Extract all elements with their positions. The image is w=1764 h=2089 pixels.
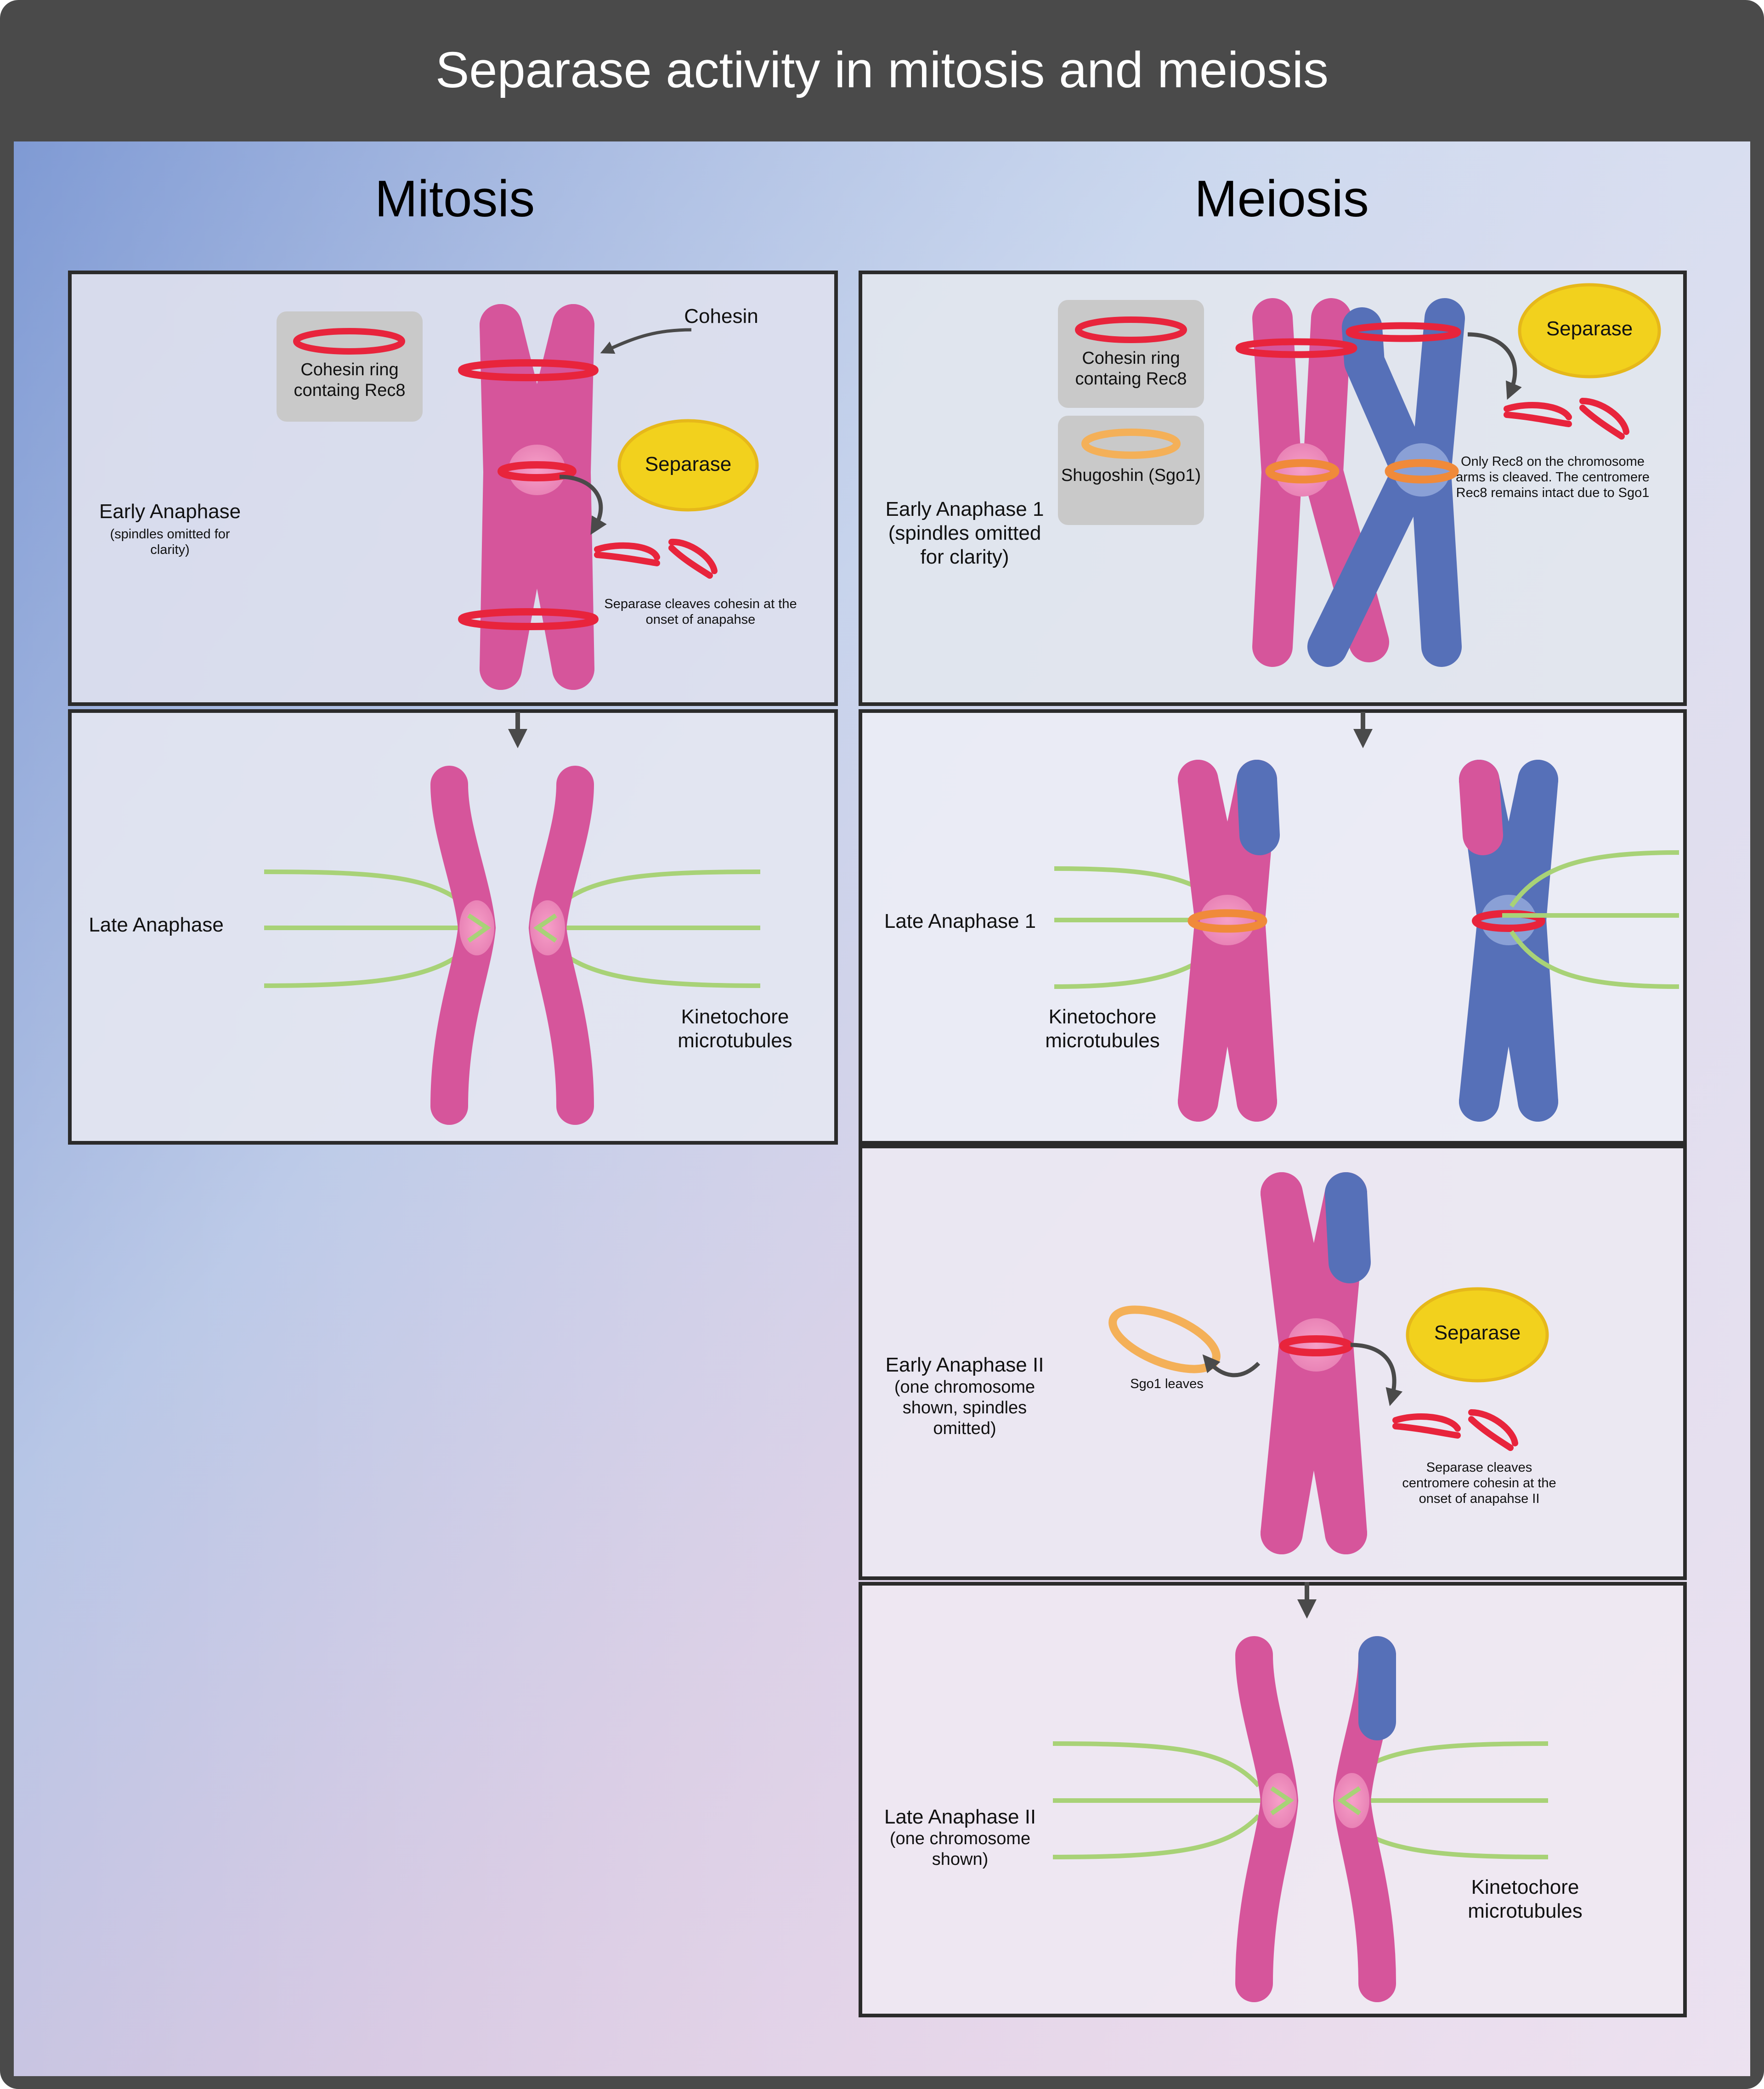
cohesin-rings-meiosis-early1	[1235, 322, 1461, 484]
separase-mitosis	[617, 419, 759, 512]
stage-label-mitosis-late: Late Anaphase	[89, 914, 224, 936]
cohesin-callout-arrow	[600, 328, 692, 354]
bivalent-meiosis-early1	[1252, 298, 1465, 667]
microtubule-label-meiosis-late2: Kinetochore microtubules	[1468, 1876, 1583, 1922]
microtubule-label-mitosis: Kinetochore microtubules	[678, 1005, 792, 1052]
separase-caption-meiosis-early1: Only Rec8 on the chromosome arms is clea…	[1456, 454, 1650, 501]
separase-caption-mitosis: Separase cleaves cohesin at the onset of…	[604, 597, 797, 627]
stage-note-meiosis-early2: (one chromosome shown, spindles omitted)	[894, 1378, 1035, 1438]
cohesin-callout-label: Cohesin	[684, 305, 758, 327]
chromatid-mitosis-right	[528, 766, 594, 1125]
sgo1-leave-arrow	[1202, 1354, 1261, 1378]
cleave-arrow-mitosis	[559, 474, 607, 535]
cleaved-cohesin-mitosis	[594, 538, 718, 579]
separase-label-meiosis-early1: Separase	[1546, 317, 1633, 340]
chromosome-meiosis-late1-left	[1178, 760, 1280, 1122]
legend-box-cohesin-mitosis	[277, 311, 423, 422]
column-title-meiosis: Meiosis	[1194, 170, 1369, 227]
legend-label-cohesin-mitosis: Cohesin ring containg Rec8	[294, 360, 406, 400]
stage-label-meiosis-late1: Late Anaphase 1	[884, 910, 1036, 932]
chromosome-meiosis-late1-right	[1459, 760, 1558, 1122]
legend-label-cohesin-meiosis: Cohesin ring containg Rec8	[1075, 349, 1187, 389]
chromatid-mitosis-left	[430, 766, 496, 1125]
stage-label-meiosis-early2: Early Anaphase II	[885, 1354, 1044, 1376]
separase-caption-meiosis-early2: Separase cleaves centromere cohesin at t…	[1402, 1460, 1556, 1507]
chromosome-meiosis-early2	[1261, 1172, 1371, 1554]
cleaved-cohesin-meiosis-early2	[1392, 1409, 1518, 1451]
legend-box-cohesin-meiosis	[1058, 300, 1204, 408]
sgo1-leaves-label: Sgo1 leaves	[1130, 1377, 1204, 1391]
microtubule-ends-mitosis	[467, 913, 557, 943]
separase-label-meiosis-early2: Separase	[1434, 1321, 1521, 1344]
stage-note-meiosis-late2: (one chromosome shown)	[889, 1829, 1031, 1869]
cleave-arrow-meiosis-early1	[1467, 332, 1522, 400]
column-title-mitosis: Mitosis	[374, 170, 535, 227]
chromatid-meiosis-late2-right	[1333, 1636, 1396, 2002]
legend-box-shugoshin	[1058, 416, 1204, 525]
stage-label-meiosis-late2: Late Anaphase II	[884, 1806, 1036, 1828]
microtubules-meiosis-late1-right	[1502, 850, 1679, 989]
stage-label-meiosis-early1: Early Anaphase 1 (spindles omitted for c…	[885, 498, 1044, 568]
title-bar: Separase activity in mitosis and meiosis	[0, 0, 1764, 140]
figure-title: Separase activity in mitosis and meiosis	[435, 42, 1329, 98]
stage-note-mitosis-early: (spindles omitted for clarity)	[110, 527, 230, 558]
microtubule-ends-meiosis-late2	[1270, 1786, 1361, 1816]
separase-label-mitosis: Separase	[645, 453, 732, 475]
stage-label-mitosis-early: Early Anaphase	[99, 500, 241, 523]
figure-canvas: Mitosis Meiosis Cohesin ring containg Re…	[14, 141, 1750, 2076]
cohesin-rings-mitosis	[458, 359, 599, 630]
separase-meiosis-early1	[1518, 283, 1661, 378]
cleaved-cohesin-meiosis-early1	[1504, 398, 1629, 440]
legend-label-shugoshin: Shugoshin (Sgo1)	[1061, 466, 1201, 485]
cleave-arrow-meiosis-early2	[1350, 1343, 1403, 1406]
diagram-svg	[14, 141, 1750, 2076]
separase-meiosis-early2	[1406, 1287, 1549, 1383]
microtubule-label-meiosis-late1: Kinetochore microtubules	[1045, 1005, 1160, 1052]
chromatid-meiosis-late2-left	[1235, 1636, 1299, 2002]
